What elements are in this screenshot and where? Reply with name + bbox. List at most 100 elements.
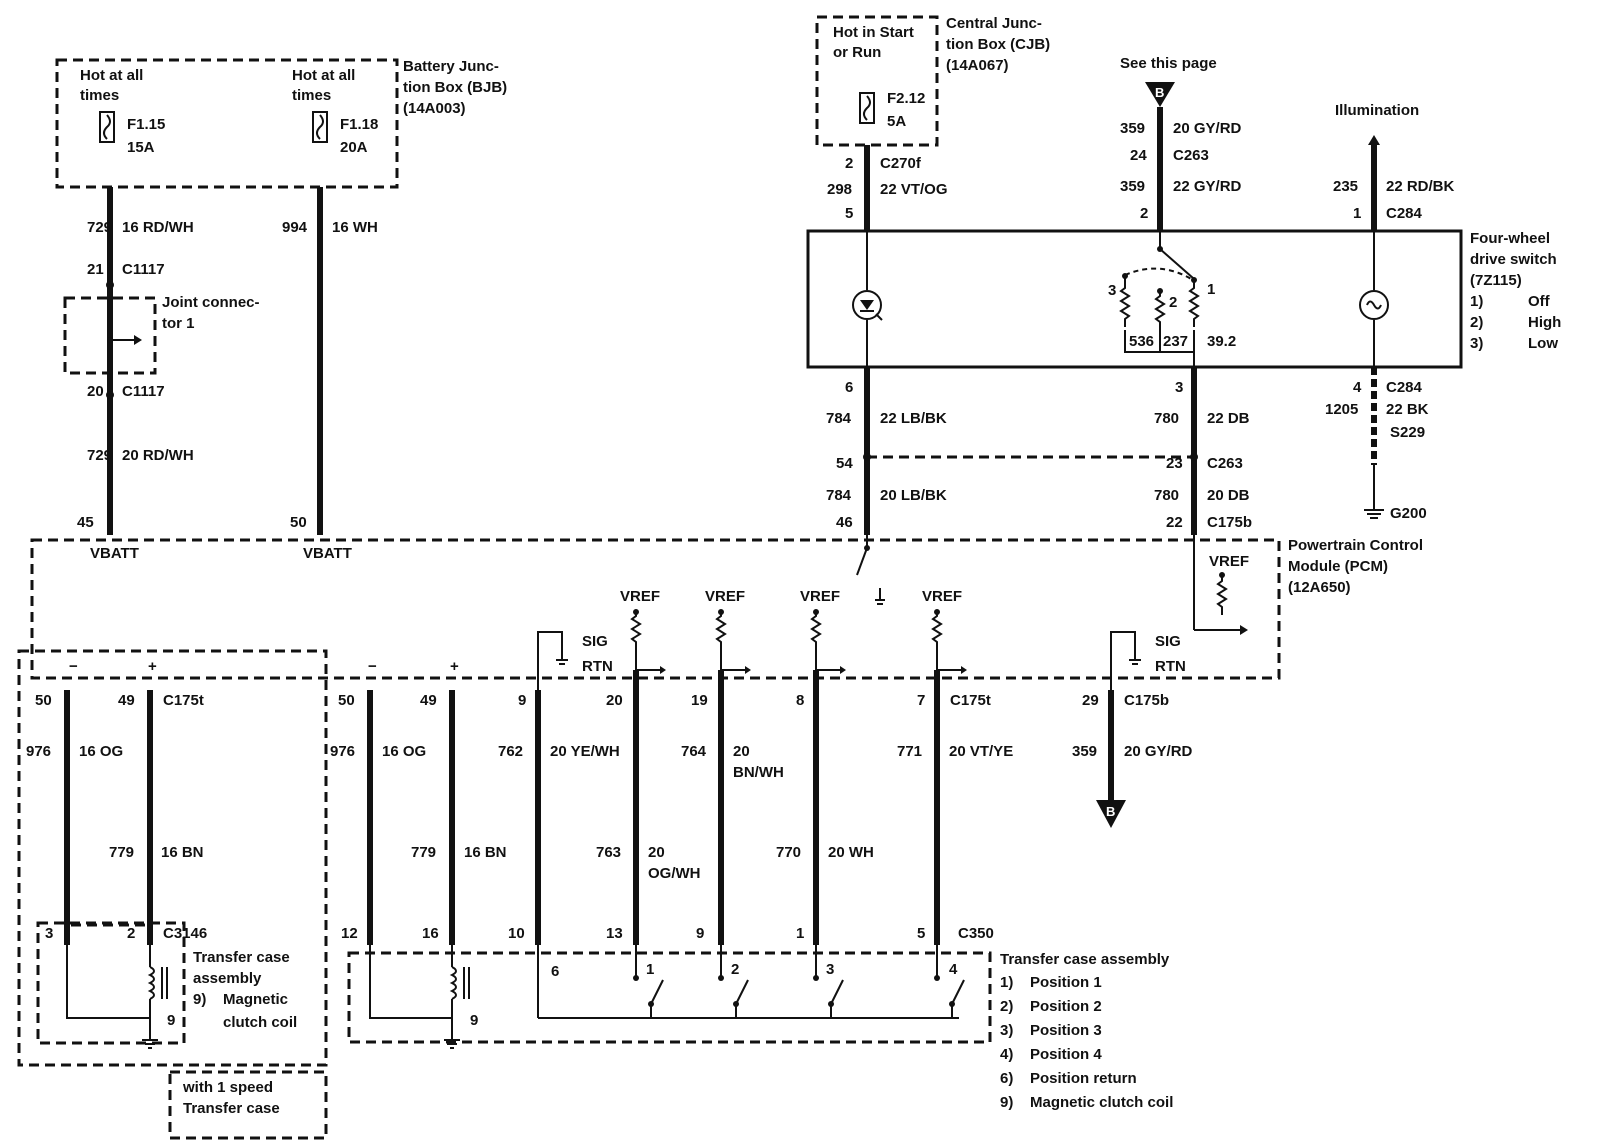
wire-764-num: 764 (681, 743, 707, 760)
resistor-237: 237 (1163, 333, 1188, 350)
position-switch-4: 4 (934, 945, 965, 1018)
vbatt-label-1: VBATT (90, 545, 139, 562)
switch-pos-1: 1 (1207, 281, 1215, 298)
tc2-item-3: Position 3 (1030, 1022, 1102, 1039)
connector-c3146: C3146 (163, 925, 207, 942)
powertrain-control-module: VBATT VBATT VREF VREF (30, 535, 1281, 690)
vref-pullup-7: VREF (922, 588, 967, 674)
wire-780-spec-22: 22 DB (1207, 410, 1250, 427)
wire-994-num: 994 (282, 219, 308, 236)
pin-12-c350: 12 (341, 925, 358, 942)
wire-729-spec-16: 16 RD/WH (122, 219, 194, 236)
vref-label-1: VREF (620, 588, 660, 605)
wire-359-num-2: 359 (1120, 178, 1145, 195)
ground-icon (444, 1039, 460, 1049)
pin-2-c270f: 2 (845, 155, 853, 172)
tc2-item-1-num: 1) (1000, 974, 1013, 991)
wire-359-spec-2: 22 GY/RD (1173, 178, 1242, 195)
tc2-switch-1: 1 (646, 961, 654, 978)
tc1-item-num: 9) (193, 991, 206, 1008)
tc1-coil-pin: 9 (167, 1012, 175, 1029)
pin-22: 22 (1166, 514, 1183, 531)
wire-976-num-right: 976 (330, 743, 355, 760)
cjb-title-2: tion Box (CJB) (946, 36, 1050, 53)
wire-779-spec-right: 16 BN (464, 844, 507, 861)
tc2-item-2-num: 2) (1000, 998, 1013, 1015)
tc2-switch-6: 6 (551, 963, 559, 980)
tc2-title: Transfer case assembly (1000, 951, 1170, 968)
tc2-item-6-num: 6) (1000, 1070, 1013, 1087)
pin-21: 21 (87, 261, 104, 278)
ground-icon (1364, 465, 1384, 519)
central-junction-box: Hot in Start or Run F2.12 5A Central Jun… (815, 15, 1050, 147)
vref-pullup-19: VREF (705, 588, 751, 674)
wire-729-spec-20: 20 RD/WH (122, 447, 194, 464)
vref-label-3: VREF (800, 588, 840, 605)
ground-icon (142, 1039, 158, 1049)
pin-16-c350: 16 (422, 925, 439, 942)
wire-298-num: 298 (827, 181, 852, 198)
pin-5: 5 (845, 205, 853, 222)
wire-770-num: 770 (776, 844, 801, 861)
clutch-coil-icon (449, 966, 457, 1000)
wire-784-num: 784 (826, 410, 852, 427)
resistor-icon (1119, 278, 1200, 330)
joint-connector-title-2: tor 1 (162, 315, 195, 332)
wire-764-spec-2: BN/WH (733, 764, 784, 781)
connector-b-down-arrow-icon: B (1096, 800, 1126, 828)
bjb-title-2: tion Box (BJB) (403, 79, 507, 96)
wire-780-num-2: 780 (1154, 487, 1179, 504)
fuse-f1-18-amp: 20A (340, 139, 368, 156)
pin-50-top: 50 (290, 514, 307, 531)
wire-1205-num: 1205 (1325, 401, 1358, 418)
connector-c175t-right: C175t (950, 692, 991, 709)
tc2-coil-pin: 9 (470, 1012, 478, 1029)
wire-729-num: 729 (87, 219, 112, 236)
pin-49-c175t-right: 49 (420, 692, 437, 709)
wire-763-spec-1: 20 (648, 844, 665, 861)
pin-20: 20 (87, 383, 104, 400)
pin-54: 54 (836, 455, 853, 472)
fuse-icon (859, 92, 875, 124)
wire-780-num: 780 (1154, 410, 1179, 427)
pin-1-c284: 1 (1353, 205, 1361, 222)
wire-359-num-top: 359 (1120, 120, 1145, 137)
tc2-switch-3: 3 (826, 961, 834, 978)
fwd-switch-title-2: drive switch (1470, 251, 1557, 268)
wire-1205-spec: 22 BK (1386, 401, 1429, 418)
switch-pos-2: 2 (1169, 294, 1177, 311)
pin-19-c175t: 19 (691, 692, 708, 709)
pin-5-c350: 5 (917, 925, 925, 942)
pin-49-c175t-left: 49 (118, 692, 135, 709)
pin-50-c175t-right: 50 (338, 692, 355, 709)
splice-s229: S229 (1390, 424, 1425, 441)
fuse-f1-15-amp: 15A (127, 139, 155, 156)
connector-c350: C350 (958, 925, 994, 942)
tc1-item-2: clutch coil (223, 1014, 297, 1031)
wire-298-spec: 22 VT/OG (880, 181, 948, 198)
sig-rtn-right: SIG RTN (1110, 631, 1186, 690)
pin-29-c175b: 29 (1082, 692, 1099, 709)
wire-770-spec: 20 WH (828, 844, 874, 861)
rtn-label-left: RTN (582, 658, 613, 675)
connector-c175b-bottom: C175b (1124, 692, 1169, 709)
pin-2-c3146: 2 (127, 925, 135, 942)
wire-976-spec-left: 16 OG (79, 743, 123, 760)
connector-b-down-arrow-icon: B (1145, 82, 1175, 107)
sig-label-left: SIG (582, 633, 608, 650)
wire-994-spec: 16 WH (332, 219, 378, 236)
resistor-536: 536 (1129, 333, 1154, 350)
wire-762-num: 762 (498, 743, 523, 760)
resistor-39-2: 39.2 (1207, 333, 1236, 350)
wire-779-num-left: 779 (109, 844, 134, 861)
cjb-hot-label-2: or Run (833, 44, 881, 61)
fwd-switch-opt-2: High (1528, 314, 1561, 331)
bjb-title-1: Battery Junc- (403, 58, 499, 75)
pin-8-c175t: 8 (796, 692, 804, 709)
tc1-title-2: assembly (193, 970, 262, 987)
tc2-item-2: Position 2 (1030, 998, 1102, 1015)
connector-c1117-bottom: C1117 (122, 383, 165, 400)
wire-784-spec-20: 20 LB/BK (880, 487, 947, 504)
pcm-minus-1: − (69, 658, 78, 675)
